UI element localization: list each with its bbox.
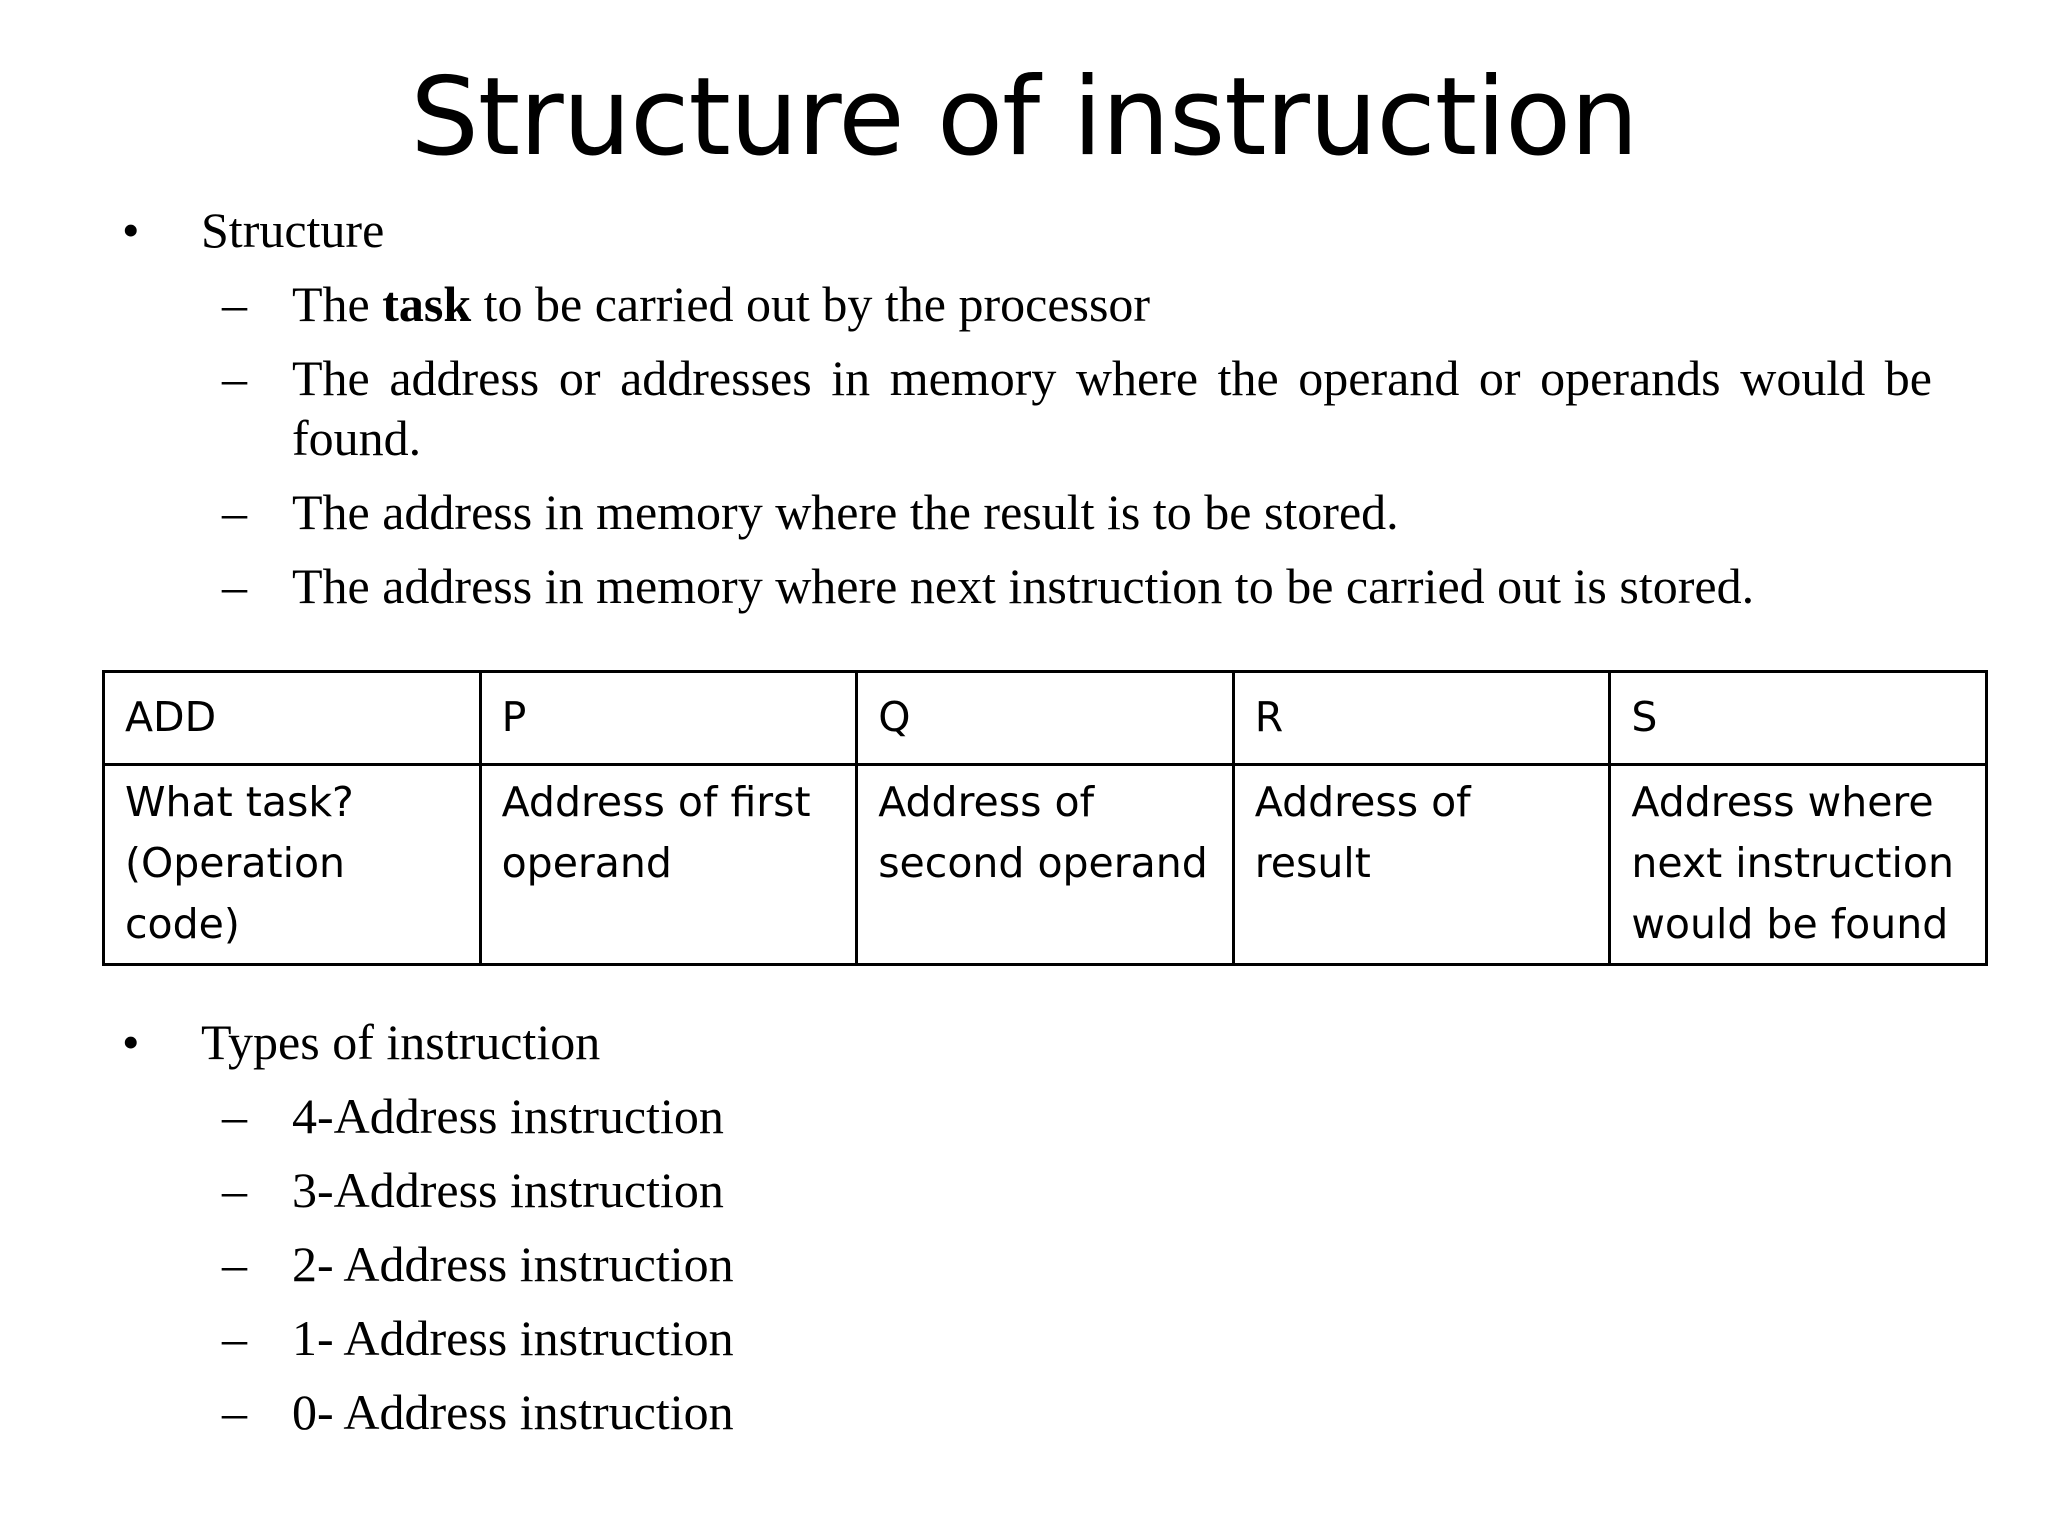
sub-item-result-address: – The address in memory where the result…	[0, 482, 1932, 542]
bullet-structure: • Structure	[0, 200, 1932, 274]
sub-item-next-address: – The address in memory where next instr…	[0, 556, 1932, 616]
dash-icon: –	[222, 350, 247, 406]
list-item: – 3-Address instruction	[0, 1160, 1932, 1220]
bullet-dot-icon: •	[122, 202, 140, 258]
dash-icon: –	[222, 276, 247, 332]
table-cell-r: R	[1231, 670, 1612, 766]
sub-item-text: The address in memory where next instruc…	[292, 558, 1755, 614]
table-cell-desc-r: Address of result	[1231, 763, 1612, 966]
types-section: • Types of instruction – 4-Address instr…	[0, 1012, 1932, 1456]
sub-item-text: The address or addresses in memory where…	[292, 350, 1932, 466]
sub-item-bold-word: task	[382, 276, 472, 332]
table-cell-opcode: ADD	[102, 670, 482, 766]
dash-icon: –	[222, 1088, 247, 1144]
sub-item-operand-address: – The address or addresses in memory whe…	[0, 348, 1932, 468]
list-item: – 0- Address instruction	[0, 1382, 1932, 1442]
table-cell-desc-p: Address of first operand	[478, 763, 859, 966]
dash-icon: –	[222, 484, 247, 540]
list-item: – 4-Address instruction	[0, 1086, 1932, 1146]
table-cell-desc-q: Address of second operand	[855, 763, 1235, 966]
bullet-dot-icon: •	[122, 1014, 140, 1070]
table-description-row: What task? (Operation code) Address of f…	[102, 763, 1988, 966]
sub-item-task: – The task to be carried out by the proc…	[0, 274, 1932, 334]
table-cell-desc-s: Address where next instruction would be …	[1608, 763, 1988, 966]
structure-section: • Structure – The task to be carried out…	[0, 200, 1932, 630]
sub-item-text: The address in memory where the result i…	[292, 484, 1399, 540]
list-item-text: 4-Address instruction	[292, 1088, 724, 1144]
table-cell-s: S	[1608, 670, 1988, 766]
list-item-text: 0- Address instruction	[292, 1384, 734, 1440]
table-header-row: ADD P Q R S	[102, 670, 1988, 766]
bullet-types: • Types of instruction	[0, 1012, 1932, 1086]
instruction-format-table: ADD P Q R S What task? (Operation code) …	[102, 670, 1988, 966]
list-item: – 2- Address instruction	[0, 1234, 1932, 1294]
list-item-text: 1- Address instruction	[292, 1310, 734, 1366]
list-item: – 1- Address instruction	[0, 1308, 1932, 1368]
dash-icon: –	[222, 1310, 247, 1366]
bullet-heading: Types of instruction	[201, 1014, 601, 1070]
dash-icon: –	[222, 1236, 247, 1292]
list-item-text: 2- Address instruction	[292, 1236, 734, 1292]
sub-item-text-end: to be carried out by the processor	[471, 276, 1151, 332]
table-cell-desc-opcode: What task? (Operation code)	[102, 763, 482, 966]
list-item-text: 3-Address instruction	[292, 1162, 724, 1218]
table-cell-q: Q	[855, 670, 1235, 766]
dash-icon: –	[222, 1162, 247, 1218]
bullet-heading: Structure	[201, 202, 385, 258]
sub-item-text-start: The	[292, 276, 383, 332]
table-cell-p: P	[478, 670, 859, 766]
dash-icon: –	[222, 558, 247, 614]
dash-icon: –	[222, 1384, 247, 1440]
slide-title: Structure of instruction	[410, 55, 1638, 180]
